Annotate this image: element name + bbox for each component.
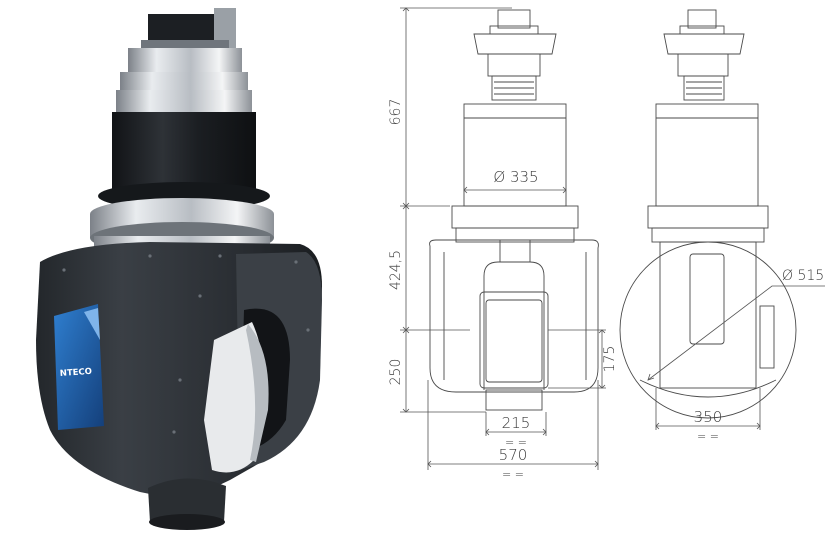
side-view <box>619 9 797 419</box>
head-housing <box>36 242 322 530</box>
front-view <box>429 9 599 411</box>
dim-width-total: 570 <box>499 446 528 464</box>
dim-sym-side: = = <box>697 430 719 443</box>
dim-diameter-side: Ø 515 <box>782 268 824 284</box>
dim-height-spindle: 175 <box>602 346 618 373</box>
dim-width-spindle: 215 <box>502 414 531 432</box>
dim-sym-total: = = <box>502 468 524 481</box>
dimension-labels: 667 424,5 250 Ø 335 175 215 = = 570 = = … <box>388 99 824 481</box>
dim-height-bottom: 250 <box>388 359 404 386</box>
dim-height-top: 667 <box>388 99 404 126</box>
brand-logo-text: NTECO <box>60 367 93 379</box>
dim-diameter-body: Ø 335 <box>493 168 538 186</box>
product-render: NTECO <box>36 8 322 530</box>
motor-connector <box>116 8 252 114</box>
dim-height-mid: 424,5 <box>388 250 404 290</box>
dim-sym-spindle: = = <box>505 436 527 449</box>
dimension-lines <box>400 7 825 470</box>
brand-logo: NTECO <box>54 304 104 430</box>
dim-width-side: 350 <box>694 408 723 426</box>
